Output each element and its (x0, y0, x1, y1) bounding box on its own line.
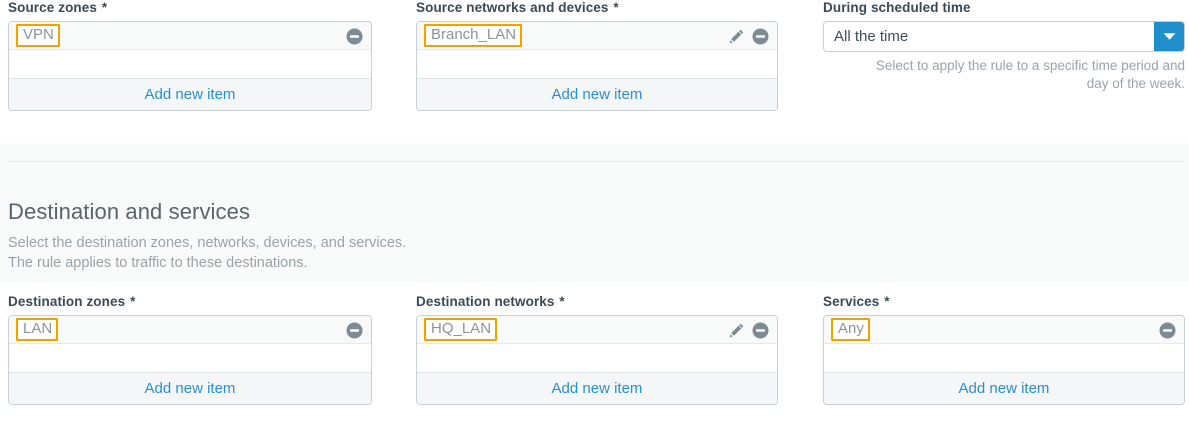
select-scheduled-time-value: All the time (834, 28, 909, 45)
field-scheduled-time: During scheduled time All the time Selec… (823, 0, 1185, 93)
field-source-zones: Source zones * VPN Add new item (8, 0, 372, 111)
listbox-source-zones: VPN Add new item (8, 21, 372, 111)
remove-circle-icon[interactable] (1159, 322, 1176, 339)
listbox-empty-area (417, 50, 777, 79)
listbox-empty-area (417, 344, 777, 373)
add-new-item-source-zones[interactable]: Add new item (9, 79, 371, 110)
destination-fields-row: Destination zones * LAN Add new item Des (0, 294, 1189, 421)
remove-circle-icon[interactable] (752, 28, 769, 45)
listbox-items: LAN (9, 316, 371, 344)
listbox-items: HQ_LAN (417, 316, 777, 344)
page-title-destination: Destination and services (8, 199, 251, 224)
helper-text-scheduled-time: Select to apply the rule to a specific t… (823, 57, 1185, 93)
required-asterisk (971, 0, 972, 15)
label-scheduled-time: During scheduled time (823, 0, 1185, 16)
listbox-empty-area (9, 344, 371, 373)
list-item[interactable]: HQ_LAN (417, 316, 777, 344)
pencil-edit-icon[interactable] (728, 322, 745, 339)
required-asterisk: * (130, 294, 136, 309)
label-source-networks: Source networks and devices * (416, 0, 778, 16)
row-actions (728, 22, 769, 50)
remove-circle-icon[interactable] (346, 322, 363, 339)
field-destination-networks: Destination networks * HQ_LAN (416, 294, 778, 405)
list-item[interactable]: VPN (9, 22, 371, 50)
source-fields-row: Source zones * VPN Add new item Source n (0, 0, 1189, 130)
remove-circle-icon[interactable] (752, 322, 769, 339)
helper-line-1: Select to apply the rule to a specific t… (875, 58, 1185, 73)
listbox-items: Branch_LAN (417, 22, 777, 50)
row-actions (346, 22, 363, 50)
chip-source-zone[interactable]: VPN (16, 24, 60, 47)
label-scheduled-time-text: During scheduled time (823, 0, 971, 15)
add-new-item-destination-networks[interactable]: Add new item (417, 373, 777, 404)
listbox-services: Any Add new item (823, 315, 1185, 405)
add-new-item-services[interactable]: Add new item (824, 373, 1184, 404)
label-destination-networks: Destination networks * (416, 294, 778, 310)
pencil-edit-icon[interactable] (728, 28, 745, 45)
label-destination-zones: Destination zones * (8, 294, 372, 310)
add-new-item-destination-zones[interactable]: Add new item (9, 373, 371, 404)
listbox-destination-networks: HQ_LAN (416, 315, 778, 405)
chip-service[interactable]: Any (831, 318, 870, 341)
label-services-text: Services (823, 294, 880, 309)
subtitle-line-1: Select the destination zones, networks, … (8, 235, 407, 251)
required-asterisk: * (613, 0, 619, 15)
remove-circle-icon[interactable] (346, 28, 363, 45)
subtitle-line-2: The rule applies to traffic to these des… (8, 255, 308, 271)
add-new-item-source-networks[interactable]: Add new item (417, 79, 777, 110)
label-destination-zones-text: Destination zones (8, 294, 126, 309)
destination-section-band: Destination and services Select the dest… (0, 143, 1189, 282)
required-asterisk: * (101, 0, 108, 15)
required-asterisk: * (884, 294, 890, 309)
chip-destination-zone[interactable]: LAN (16, 318, 59, 341)
list-item[interactable]: Branch_LAN (417, 22, 777, 50)
listbox-destination-zones: LAN Add new item (8, 315, 372, 405)
row-actions (1159, 316, 1176, 344)
label-services: Services * (823, 294, 1185, 310)
chip-destination-network[interactable]: HQ_LAN (424, 318, 498, 341)
field-services: Services * Any Add new item (823, 294, 1185, 405)
label-source-networks-text: Source networks and devices (416, 0, 609, 15)
listbox-empty-area (824, 344, 1184, 373)
listbox-items: Any (824, 316, 1184, 344)
field-source-networks: Source networks and devices * Branch_LAN (416, 0, 778, 111)
helper-line-2: day of the week. (1086, 76, 1185, 91)
section-subtitle: Select the destination zones, networks, … (8, 233, 406, 273)
label-source-zones-text: Source zones (8, 0, 97, 15)
select-scheduled-time[interactable]: All the time (823, 21, 1185, 52)
required-asterisk: * (559, 294, 565, 309)
label-destination-networks-text: Destination networks (416, 294, 555, 309)
list-item[interactable]: Any (824, 316, 1184, 344)
listbox-items: VPN (9, 22, 371, 50)
chip-source-network[interactable]: Branch_LAN (424, 24, 523, 47)
row-actions (346, 316, 363, 344)
list-item[interactable]: LAN (9, 316, 371, 344)
listbox-empty-area (9, 50, 371, 79)
label-source-zones: Source zones * (8, 0, 372, 16)
section-divider (8, 161, 1184, 162)
row-actions (728, 316, 769, 344)
chevron-down-icon[interactable] (1154, 22, 1184, 51)
listbox-source-networks: Branch_LAN (416, 21, 778, 111)
field-destination-zones: Destination zones * LAN Add new item (8, 294, 372, 405)
